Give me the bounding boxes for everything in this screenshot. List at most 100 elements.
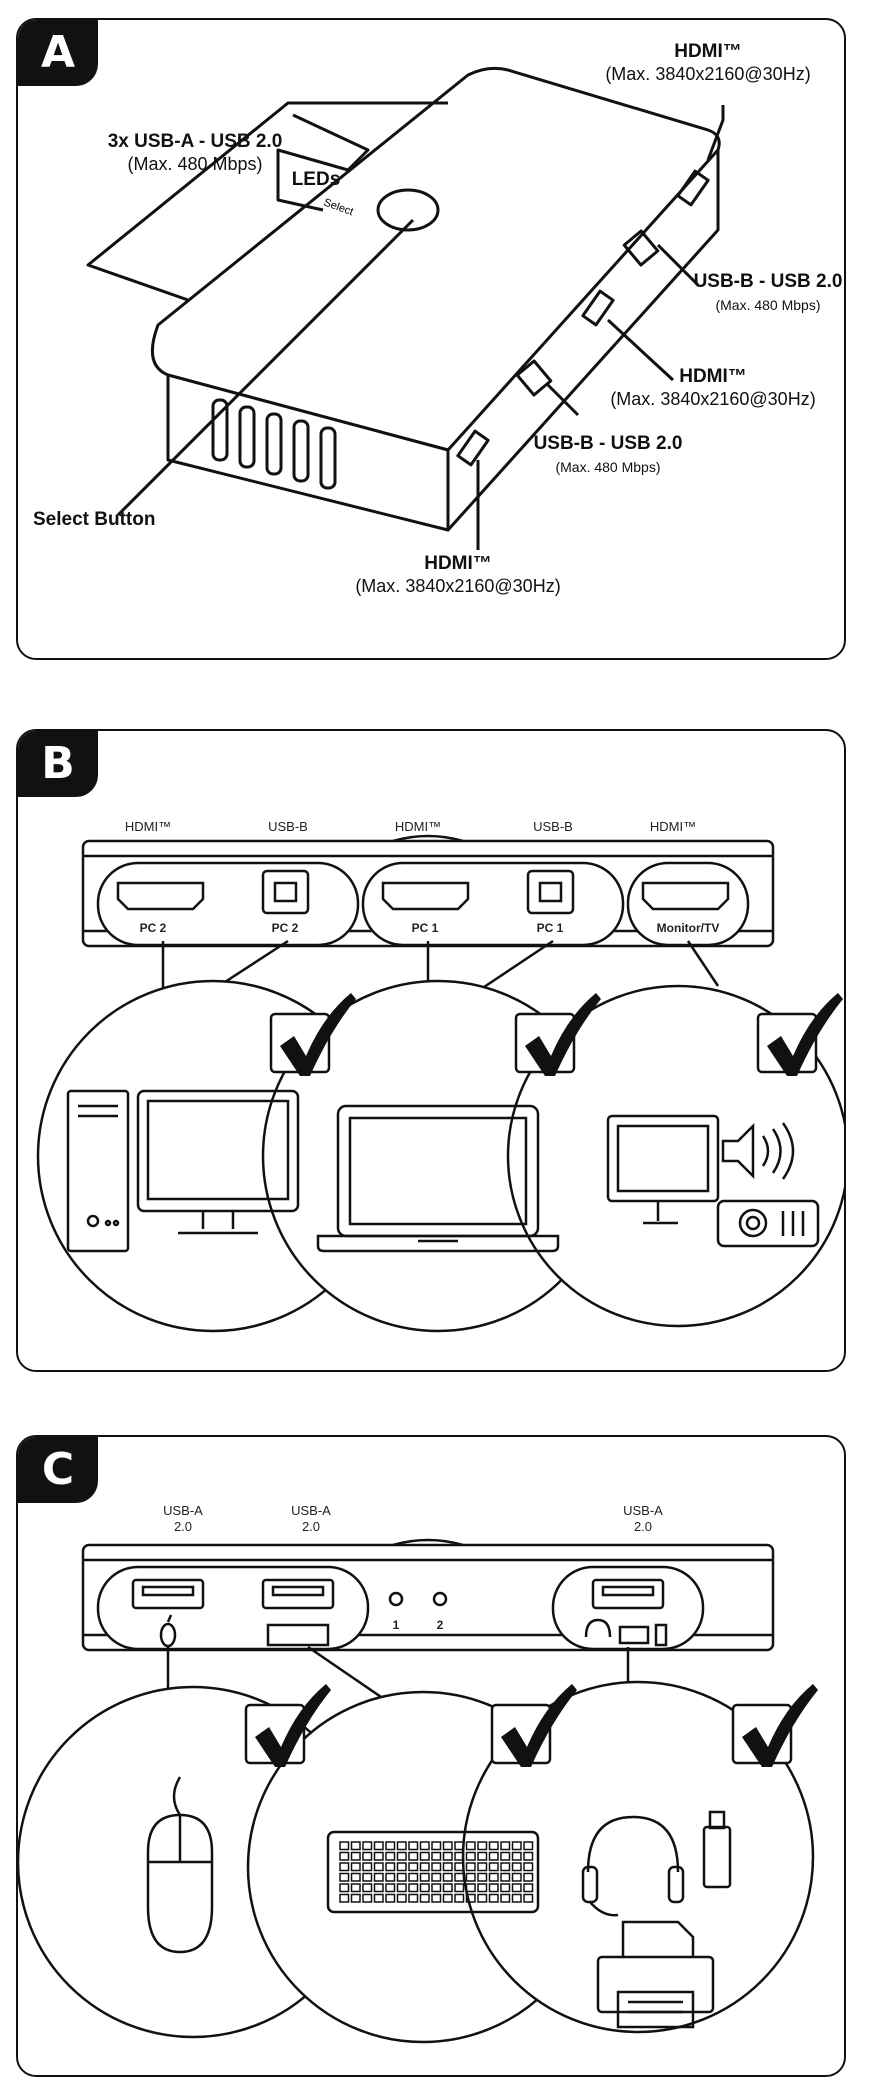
keyboard-key: [373, 1862, 384, 1872]
header-usbb-pc2: USB-B: [268, 819, 308, 834]
keyboard-key: [408, 1851, 419, 1861]
keyboard-key: [362, 1872, 373, 1882]
keyboard-key: [396, 1883, 407, 1893]
keyboard-key: [431, 1851, 442, 1861]
select-button-label: Select Button: [33, 508, 193, 531]
keyboard-key: [339, 1851, 350, 1861]
keyboard-key: [339, 1893, 350, 1903]
leds-label: LEDs: [286, 168, 346, 191]
port-label-pc1-hdmi: PC 1: [411, 921, 439, 935]
keyboard-key: [385, 1883, 396, 1893]
hdmi-top-title: HDMI™: [674, 41, 742, 62]
keyboard-key: [362, 1851, 373, 1861]
keyboard-key: [488, 1841, 499, 1851]
keyboard-key: [511, 1851, 522, 1861]
keyboard-key: [488, 1893, 499, 1903]
keyboard-key: [488, 1851, 499, 1861]
keyboard-key: [385, 1851, 396, 1861]
keyboard-key: [419, 1893, 430, 1903]
usb-a-spec: (Max. 480 Mbps): [127, 154, 263, 174]
led-label-2: 2: [436, 1618, 444, 1632]
keyboard-key: [477, 1841, 488, 1851]
keyboard-key: [442, 1872, 453, 1882]
port-label-pc2-hdmi: PC 2: [139, 921, 167, 935]
select-button-title: Select Button: [33, 509, 156, 530]
usb-a-title: 3x USB-A - USB 2.0: [107, 131, 283, 152]
keyboard-key: [350, 1862, 361, 1872]
keyboard-key: [362, 1862, 373, 1872]
keyboard-key: [431, 1862, 442, 1872]
switch-device-illustration: Select: [86, 66, 725, 550]
keyboard-key: [385, 1872, 396, 1882]
keyboard-key: [442, 1862, 453, 1872]
keyboard-key: [488, 1883, 499, 1893]
keyboard-key: [385, 1862, 396, 1872]
keyboard-key: [511, 1841, 522, 1851]
keyboard-key: [408, 1841, 419, 1851]
keyboard-key: [385, 1893, 396, 1903]
keyboard-key: [454, 1862, 465, 1872]
keyboard-key: [431, 1872, 442, 1882]
keyboard-key: [396, 1872, 407, 1882]
keyboard-key: [419, 1872, 430, 1882]
keyboard-key: [500, 1883, 511, 1893]
keyboard-key: [465, 1851, 476, 1861]
keyboard-key: [488, 1862, 499, 1872]
panel-b: B HDMI™ USB-B HDMI™ USB-B HDMI™: [16, 729, 846, 1372]
header-usba-1: USB-A 2.0: [163, 1503, 203, 1534]
header-usbb-pc1: USB-B: [533, 819, 573, 834]
keyboard-key: [500, 1893, 511, 1903]
keyboard-key: [339, 1872, 350, 1882]
usb-a-label: 3x USB-A - USB 2.0 (Max. 480 Mbps): [80, 130, 310, 175]
keyboard-key: [350, 1872, 361, 1882]
ports-illustration-c: [18, 1538, 818, 2044]
hdmi-mid-spec: (Max. 3840x2160@30Hz): [610, 389, 816, 409]
hdmi-bottom-label: HDMI™ (Max. 3840x2160@30Hz): [348, 552, 568, 597]
keyboard-key: [511, 1872, 522, 1882]
keyboard-key: [362, 1893, 373, 1903]
usb-b-2-label: USB-B - USB 2.0 (Max. 480 Mbps): [523, 432, 693, 478]
keyboard-key: [477, 1883, 488, 1893]
keyboard-key: [419, 1883, 430, 1893]
hdmi-mid-title: HDMI™: [679, 366, 747, 387]
port-label-pc1-usbb: PC 1: [536, 921, 564, 935]
usb-b-1-label: USB-B - USB 2.0 (Max. 480 Mbps): [683, 270, 844, 316]
keyboard-key: [396, 1841, 407, 1851]
panel-b-badge: B: [18, 731, 98, 797]
keyboard-key: [419, 1841, 430, 1851]
keyboard-key: [373, 1841, 384, 1851]
keyboard-key: [454, 1851, 465, 1861]
keyboard-key: [500, 1862, 511, 1872]
header-hdmi-pc2: HDMI™: [124, 819, 172, 834]
port-label-monitor-tv: Monitor/TV: [656, 921, 720, 935]
keyboard-key: [396, 1862, 407, 1872]
header-hdmi-monitor: HDMI™: [649, 819, 697, 834]
header-hdmi-pc1: HDMI™: [394, 819, 442, 834]
panel-a: A: [16, 18, 846, 660]
keyboard-key: [523, 1862, 534, 1872]
keyboard-key: [465, 1883, 476, 1893]
keyboard-key: [454, 1872, 465, 1882]
hdmi-top-label: HDMI™ (Max. 3840x2160@30Hz): [598, 40, 818, 85]
panel-a-badge: A: [18, 20, 98, 86]
keyboard-key: [431, 1893, 442, 1903]
usb-b-2-spec: (Max. 480 Mbps): [555, 459, 661, 475]
usb-b-1-spec: (Max. 480 Mbps): [715, 297, 821, 313]
keyboard-key: [454, 1841, 465, 1851]
keyboard-key: [500, 1841, 511, 1851]
keyboard-key: [339, 1841, 350, 1851]
keyboard-key: [350, 1893, 361, 1903]
usb-b-1-title: USB-B - USB 2.0: [693, 271, 843, 292]
keyboard-key: [408, 1862, 419, 1872]
keyboard-key: [465, 1872, 476, 1882]
keyboard-key: [442, 1883, 453, 1893]
keyboard-key: [362, 1883, 373, 1893]
keyboard-key: [500, 1851, 511, 1861]
keyboard-key: [339, 1862, 350, 1872]
keyboard-key: [396, 1893, 407, 1903]
keyboard-key: [373, 1883, 384, 1893]
keyboard-key: [523, 1872, 534, 1882]
header-usba-3: USB-A 2.0: [623, 1503, 663, 1534]
keyboard-key: [488, 1872, 499, 1882]
panel-c-badge: C: [18, 1437, 98, 1503]
